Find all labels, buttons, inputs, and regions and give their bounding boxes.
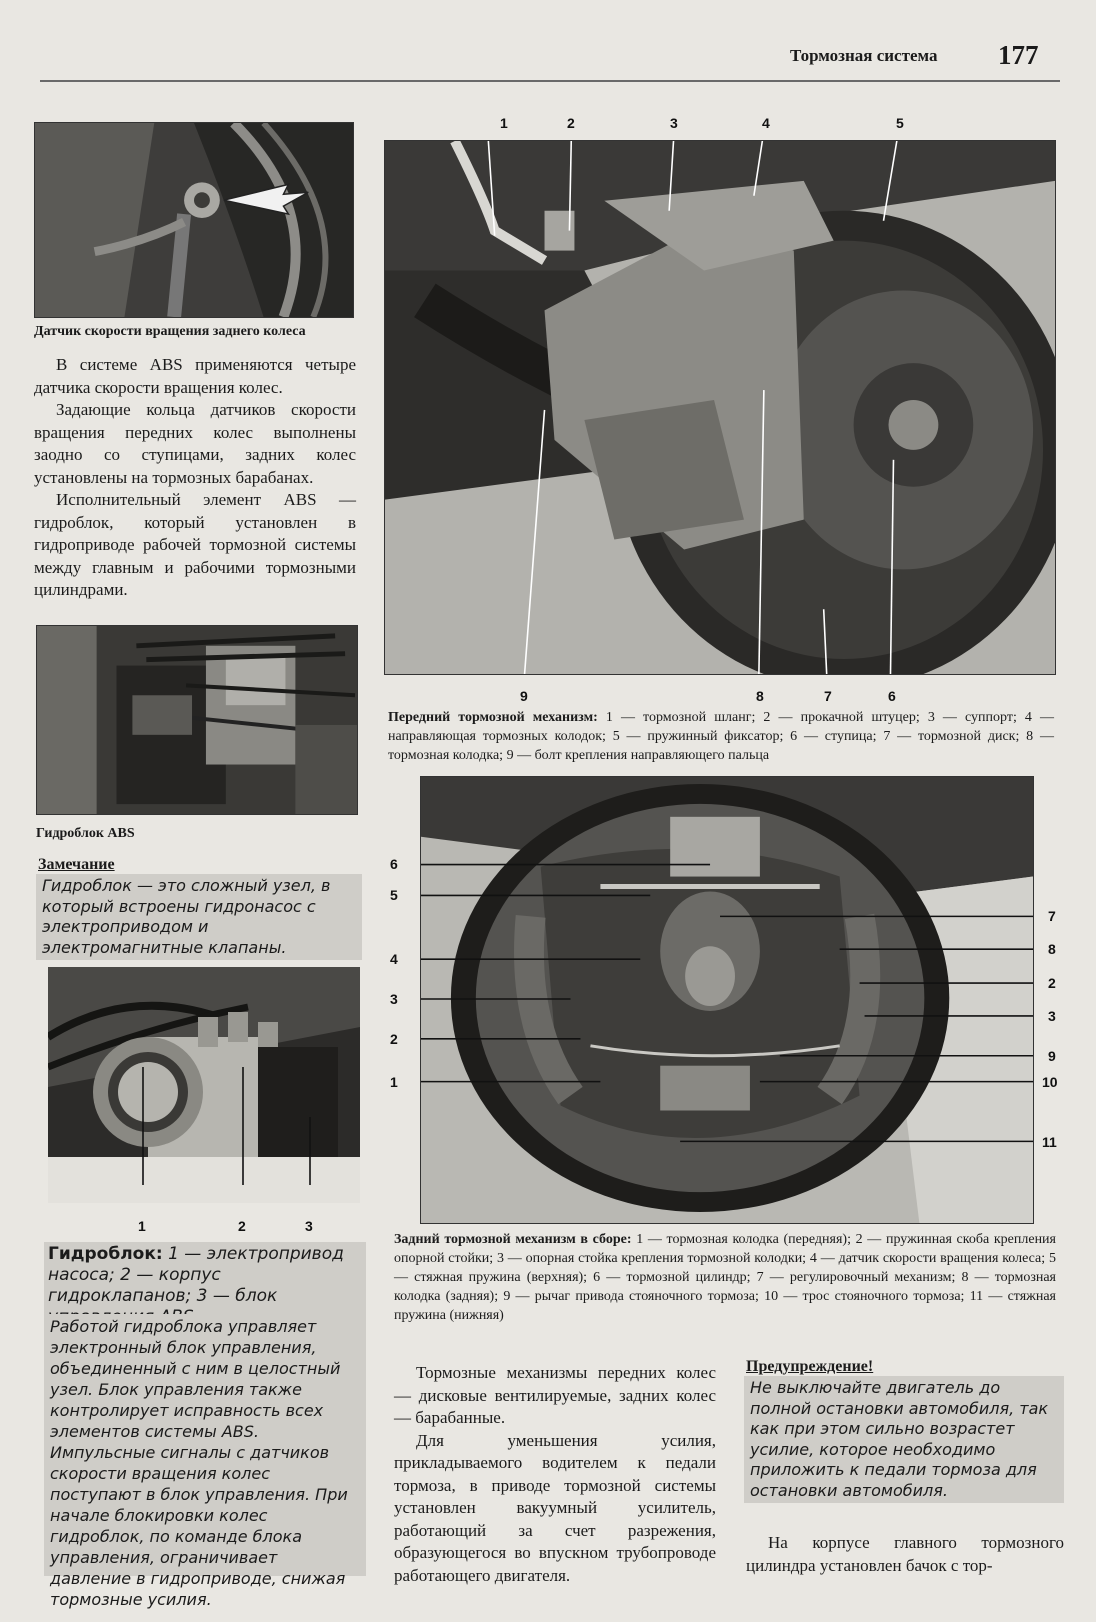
callout-2: 2 <box>1048 975 1056 991</box>
callout-5: 5 <box>390 887 398 903</box>
callout-1: 1 <box>500 115 508 131</box>
paragraph: Для уменьшения усилия, прикладываемого в… <box>394 1430 716 1585</box>
hydro-block-photo <box>48 967 360 1203</box>
rear-brake-photo <box>420 776 1034 1224</box>
front-brake-caption-text: 1 — тормозной шланг; 2 — прокачной штуце… <box>388 710 1055 763</box>
paragraph: Исполнительный элемент ABS — гидроблок, … <box>34 490 356 599</box>
warning-text: Не выключайте двигатель до полной остано… <box>744 1376 1064 1503</box>
callout-8: 8 <box>756 688 764 704</box>
note-title: Замечание <box>38 856 115 873</box>
callout-4: 4 <box>390 951 398 967</box>
abs-unit-caption: Гидроблок ABS <box>36 826 135 841</box>
callout-3: 3 <box>1048 1008 1056 1024</box>
master-cylinder-text: На корпусе главного тормозного цилиндра … <box>746 1532 1064 1577</box>
rear-brake-caption: Задний тормозной механизм в сборе: 1 — т… <box>394 1230 1056 1325</box>
callout-1: 1 <box>390 1074 398 1090</box>
callout-11: 11 <box>1042 1134 1057 1150</box>
warning-title: Предупреждение! <box>746 1358 874 1375</box>
paragraph: В системе ABS применяются четыре датчика… <box>34 355 356 397</box>
callout-10: 10 <box>1042 1074 1058 1090</box>
rear-brake-caption-text: 1 — тормозная колодка (передняя); 2 — пр… <box>394 1232 1056 1323</box>
header-rule <box>40 80 1060 82</box>
callout-9: 9 <box>520 688 528 704</box>
paragraph: На корпусе главного тормозного цилиндра … <box>746 1533 1064 1575</box>
rear-brake-caption-title: Задний тормозной механизм в сборе: <box>394 1232 632 1247</box>
callout-7: 7 <box>1048 908 1056 924</box>
rear-sensor-caption: Датчик скорости вращения заднего колеса <box>34 324 306 339</box>
callout-3: 3 <box>305 1218 313 1234</box>
front-brake-caption-title: Передний тормозной механизм: <box>388 710 598 725</box>
callout-3: 3 <box>390 991 398 1007</box>
callout-5: 5 <box>896 115 904 131</box>
callout-8: 8 <box>1048 941 1056 957</box>
callout-6: 6 <box>390 856 398 872</box>
callout-9: 9 <box>1048 1048 1056 1064</box>
callout-2: 2 <box>567 115 575 131</box>
hydro-block-description: Работой гидроблока управляет электронный… <box>44 1314 366 1609</box>
paragraph: Тормозные механизмы передних колес — дис… <box>394 1363 716 1427</box>
abs-unit-photo <box>36 625 358 815</box>
hydro-block-caption-title: Гидроблок: <box>48 1244 163 1264</box>
page-number: 177 <box>998 40 1039 70</box>
callout-2: 2 <box>390 1031 398 1047</box>
callout-1: 1 <box>138 1218 146 1234</box>
front-brake-caption: Передний тормозной механизм: 1 — тормозн… <box>388 708 1054 765</box>
note-block: Замечание Гидроблок — это сложный узел, … <box>36 856 362 960</box>
warning-block: Предупреждение! Не выключайте двигатель … <box>744 1358 1064 1503</box>
callout-4: 4 <box>762 115 770 131</box>
note-text: Гидроблок — это сложный узел, в который … <box>36 874 362 960</box>
callout-6: 6 <box>888 688 896 704</box>
brake-types-text: Тормозные механизмы передних колес — дис… <box>394 1362 716 1587</box>
intro-text: В системе ABS применяются четыре датчика… <box>34 354 356 602</box>
callout-2: 2 <box>238 1218 246 1234</box>
callout-3: 3 <box>670 115 678 131</box>
callout-7: 7 <box>824 688 832 704</box>
running-title: Тормозная система <box>790 46 938 65</box>
rear-sensor-photo <box>34 122 354 318</box>
front-brake-photo <box>384 140 1056 675</box>
paragraph: Задающие кольца датчиков скорости вращен… <box>34 400 356 487</box>
